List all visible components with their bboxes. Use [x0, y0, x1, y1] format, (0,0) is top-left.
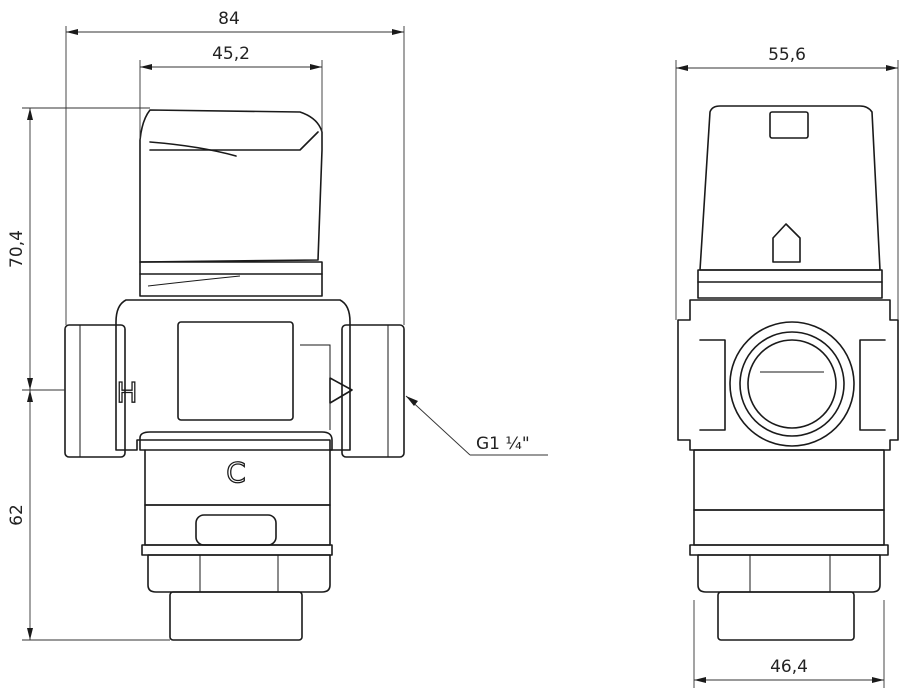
dim-overall-width: 84: [218, 9, 240, 29]
dim-cap-width: 45,2: [212, 44, 250, 64]
front-right-port: [341, 324, 405, 458]
front-nut: [147, 554, 331, 593]
dimension-lines: 84 45,2 70,4 62 G1 ¼" 55,6: [7, 9, 899, 688]
home-shape-icon: [772, 223, 801, 263]
front-view: H C: [64, 109, 405, 641]
dim-upper-height: 70,4: [7, 230, 27, 268]
front-lower-flange: [139, 431, 333, 451]
flow-arrow-icon: [329, 377, 353, 404]
cold-port-mark: C: [226, 456, 246, 489]
front-outlet: [169, 591, 303, 641]
side-cap: [699, 105, 881, 271]
side-port-outer: [729, 321, 855, 447]
front-cap: [139, 109, 323, 263]
side-outlet: [717, 591, 855, 641]
dim-outlet-width: 46,4: [770, 657, 808, 677]
front-left-port: [64, 324, 126, 458]
side-nut: [697, 554, 881, 593]
dim-lower-height: 62: [7, 504, 27, 526]
side-view: [677, 105, 899, 641]
thread-callout: G1 ¼": [476, 434, 530, 454]
front-window: [177, 321, 294, 421]
hot-port-mark: H: [116, 376, 137, 409]
dim-side-width: 55,6: [768, 45, 806, 65]
front-collar: [139, 261, 323, 275]
front-body: [115, 299, 351, 451]
side-body: [677, 299, 899, 451]
front-slot: [195, 514, 277, 546]
